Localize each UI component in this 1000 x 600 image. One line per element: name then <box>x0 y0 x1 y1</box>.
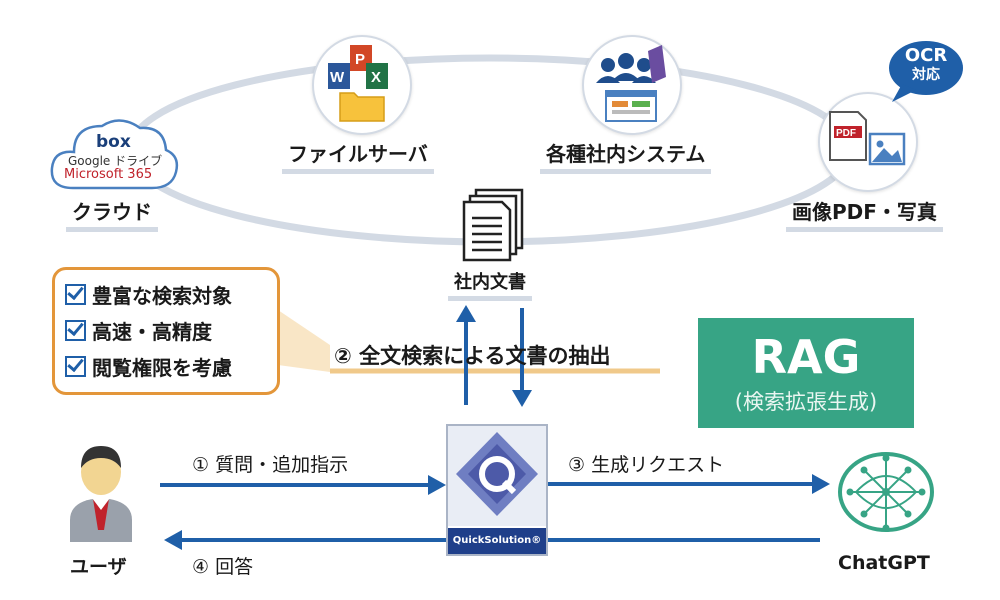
search-down-arrow <box>512 308 532 407</box>
feature-text: 閲覧権限を考慮 <box>92 355 232 380</box>
chatgpt-icon <box>836 440 936 540</box>
svg-text:P: P <box>355 51 365 68</box>
user-icon <box>62 432 140 542</box>
svg-text:W: W <box>330 69 345 86</box>
quicksolution-label: QuickSolution® <box>448 528 546 554</box>
rag-title: RAG <box>751 330 861 384</box>
browser-window-icon <box>605 90 657 122</box>
file-server-circle: P W X <box>312 35 412 135</box>
feature-box: 豊富な検索対象 高速・高精度 閲覧権限を考慮 <box>52 267 280 395</box>
pdf-photo-icon: PDF <box>829 111 906 166</box>
checkbox-icon <box>65 355 86 377</box>
feature-beam <box>278 310 330 372</box>
systems-icon <box>596 45 666 122</box>
rag-subtitle: (検索拡張生成) <box>734 390 878 414</box>
internal-systems-circle <box>582 35 682 135</box>
image-pdf-label: 画像PDF・写真 <box>786 196 943 232</box>
quicksolution-logo: QuickSolution® <box>446 424 548 556</box>
svg-text:X: X <box>371 69 381 86</box>
google-drive-text: Google ドライブ <box>68 154 163 168</box>
checkbox-icon <box>65 319 86 341</box>
documents-icon <box>456 186 536 262</box>
cloud-icon <box>50 119 179 190</box>
file-server-label: ファイルサーバ <box>282 138 434 174</box>
photo-icon <box>868 132 906 166</box>
folder-icon <box>339 92 385 122</box>
box-logo: box <box>96 132 131 152</box>
documents-label: 社内文書 <box>448 268 532 301</box>
answer-label: ④ 回答 <box>192 556 254 578</box>
feature-text: 豊富な検索対象 <box>92 283 232 308</box>
office-files-icon: P W X <box>328 45 388 122</box>
svg-text:PDF: PDF <box>836 128 856 139</box>
pdf-icon: PDF <box>829 111 867 161</box>
feature-item-rich-targets: 豊富な検索対象 <box>65 276 277 312</box>
ocr-line1: OCR <box>904 45 948 66</box>
feature-text: 高速・高精度 <box>92 319 212 344</box>
image-pdf-circle: PDF <box>818 92 918 192</box>
extraction-label: ② 全文検索による文書の抽出 <box>334 344 611 368</box>
feature-item-access-control: 閲覧権限を考慮 <box>65 348 277 384</box>
search-up-arrow <box>456 305 476 405</box>
generate-label: ③ 生成リクエスト <box>568 454 725 476</box>
chatgpt-label: ChatGPT <box>838 552 930 574</box>
rag-box: RAG (検索拡張生成) <box>698 318 914 428</box>
excel-icon <box>366 63 388 89</box>
word-icon <box>328 63 350 89</box>
generate-arrow <box>544 474 830 494</box>
checkbox-icon <box>65 283 86 305</box>
cloud-label: クラウド <box>66 196 158 232</box>
ocr-bubble: OCR 対応 <box>888 40 964 102</box>
question-label: ① 質問・追加指示 <box>192 454 349 476</box>
internal-systems-label: 各種社内システム <box>540 138 712 174</box>
feature-item-fast-accurate: 高速・高精度 <box>65 312 277 348</box>
question-arrow <box>160 475 446 495</box>
ocr-line2: 対応 <box>912 67 940 83</box>
microsoft-365-text: Microsoft 365 <box>64 167 153 182</box>
user-label: ユーザ <box>70 556 127 578</box>
users-icon <box>596 53 656 83</box>
cloud-node: box Google ドライブ Microsoft 365 <box>48 110 180 194</box>
